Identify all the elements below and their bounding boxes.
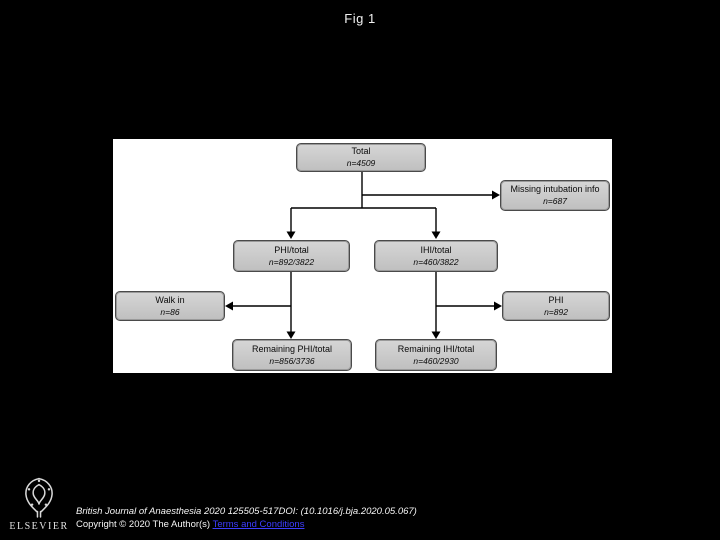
node-missing-label: Missing intubation info bbox=[510, 184, 600, 194]
node-missing-value: n=687 bbox=[543, 196, 567, 206]
node-total-label: Total bbox=[351, 146, 371, 156]
elsevier-tree-icon bbox=[25, 477, 53, 518]
node-remaining-ihi-value: n=460/2930 bbox=[413, 355, 459, 366]
figure-title: Fig 1 bbox=[344, 11, 376, 26]
flowchart-panel: Total n=4509 Missing intubation info n=6… bbox=[113, 139, 612, 373]
node-walk-in-value: n=86 bbox=[160, 306, 180, 317]
elsevier-logo: ELSEVIER bbox=[8, 474, 70, 532]
node-walk-in: Walk in n=86 bbox=[115, 291, 225, 321]
node-missing-intubation-info: Missing intubation info n=687 bbox=[500, 180, 610, 211]
node-remaining-ihi-total: Remaining IHI/total n=460/2930 bbox=[375, 339, 497, 371]
terms-and-conditions-link[interactable]: Terms and Conditions bbox=[212, 519, 305, 530]
node-total: Total n=4509 bbox=[296, 143, 426, 172]
copyright-text: Copyright © 2020 The Author(s) bbox=[76, 519, 213, 530]
citation-block: British Journal of Anaesthesia 2020 1255… bbox=[76, 505, 676, 531]
node-phi-label: PHI bbox=[548, 294, 564, 305]
node-phi-total: PHI/total n=892/3822 bbox=[233, 240, 350, 272]
elsevier-wordmark: ELSEVIER bbox=[9, 521, 69, 532]
node-remaining-phi-label: Remaining PHI/total bbox=[251, 343, 333, 354]
node-remaining-phi-total: Remaining PHI/total n=856/3736 bbox=[232, 339, 352, 371]
node-phi-total-value: n=892/3822 bbox=[268, 256, 315, 267]
node-ihi-total: IHI/total n=460/3822 bbox=[374, 240, 498, 272]
node-ihi-total-label: IHI/total bbox=[420, 244, 452, 255]
node-remaining-ihi-label: Remaining IHI/total bbox=[397, 343, 475, 354]
node-ihi-total-value: n=460/3822 bbox=[413, 256, 459, 267]
connector-lines bbox=[225, 172, 502, 339]
node-phi: PHI n=892 bbox=[502, 291, 610, 321]
citation-text: British Journal of Anaesthesia 2020 1255… bbox=[76, 506, 417, 517]
node-total-value: n=4509 bbox=[346, 158, 376, 168]
node-remaining-phi-value: n=856/3736 bbox=[269, 355, 315, 366]
node-phi-value: n=892 bbox=[544, 306, 568, 317]
node-walk-in-label: Walk in bbox=[155, 294, 185, 305]
node-phi-total-label: PHI/total bbox=[274, 244, 309, 255]
copyright-line: Copyright © 2020 The Author(s) Terms and… bbox=[76, 518, 676, 531]
